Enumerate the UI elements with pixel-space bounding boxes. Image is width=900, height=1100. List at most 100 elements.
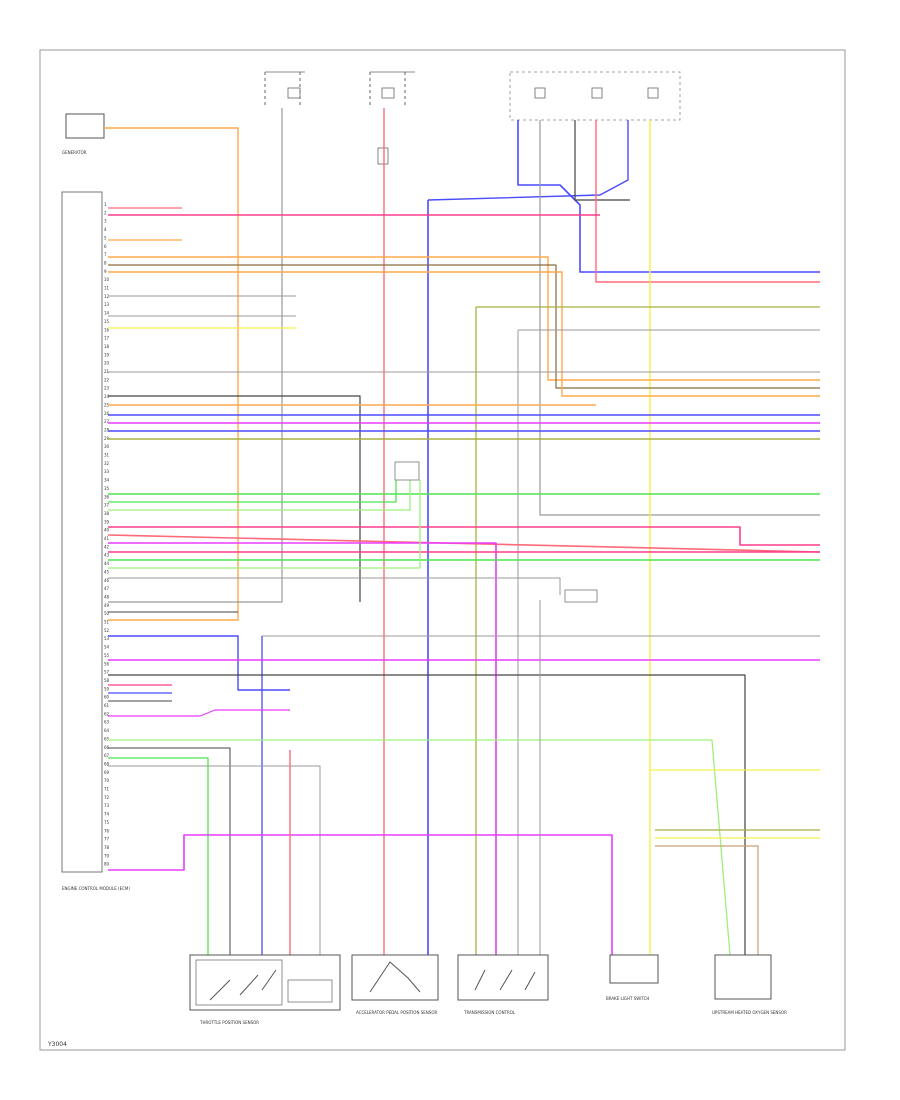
- wire: [108, 577, 561, 595]
- ecm-pin-number: 48: [104, 594, 110, 599]
- ecm-pin-number: 60: [104, 695, 110, 700]
- wire: [108, 635, 290, 691]
- wire: [517, 120, 820, 273]
- ecm-pin-number: 63: [104, 720, 110, 725]
- wire: [104, 127, 239, 621]
- ecm-pin-number: 1: [104, 202, 107, 207]
- ecm-pin-number: 24: [104, 394, 110, 399]
- ecm-pin-number: 38: [104, 511, 110, 516]
- wire: [108, 739, 731, 956]
- transmission-switch: TRANSMISSION CONTROL: [457, 954, 549, 1015]
- ecm-pin-number: 5: [104, 235, 107, 240]
- ecm-pin-number: 50: [104, 611, 110, 616]
- ecm-pin-number: 20: [104, 361, 110, 366]
- ecm-pin-number: 49: [104, 603, 110, 608]
- ecm-pin-number: 7: [104, 252, 107, 257]
- ecm-pin-number: 57: [104, 670, 110, 675]
- fuse-group-3: [509, 71, 681, 121]
- ecm-pin-number: 26: [104, 411, 110, 416]
- ecm-pin-number: 34: [104, 478, 110, 483]
- ecm-pin-number: 23: [104, 386, 110, 391]
- ecm-pin-number: 14: [104, 311, 110, 316]
- ecm-pin-number: 76: [104, 828, 110, 833]
- ecm-pin-number: 70: [104, 778, 110, 783]
- ecm-pin-number: 2: [104, 210, 107, 215]
- ecm-pin-labels: 1234567891011121314151617181920212223242…: [104, 202, 110, 867]
- accelerator-pedal-sensor: ACCELERATOR PEDAL POSITION SENSOR: [351, 954, 439, 1015]
- ecm-pin-number: 29: [104, 436, 110, 441]
- wire: [574, 120, 630, 201]
- ecm-pin-number: 66: [104, 745, 110, 750]
- ecm-pin-number: 10: [104, 277, 110, 282]
- wire: [108, 256, 820, 381]
- ecm-pin-number: 69: [104, 770, 110, 775]
- wire: [655, 845, 759, 955]
- ecm-pin-number: 3: [104, 219, 107, 224]
- ecm-pin-number: 74: [104, 812, 110, 817]
- ecm-pin-number: 12: [104, 294, 110, 299]
- wire-layer: [104, 108, 821, 956]
- ecm-pin-number: 52: [104, 628, 110, 633]
- ecm-pin-number: 15: [104, 319, 110, 324]
- transmission-label: TRANSMISSION CONTROL: [463, 1010, 516, 1015]
- ecm-pin-number: 8: [104, 260, 107, 265]
- ecm-pin-number: 64: [104, 728, 110, 733]
- ecm-pin-number: 80: [104, 862, 110, 867]
- ecm-pin-number: 27: [104, 419, 110, 424]
- wire: [108, 526, 820, 546]
- ecm-pin-number: 73: [104, 803, 110, 808]
- ecm-pin-number: 18: [104, 344, 110, 349]
- relay-box-mid: [394, 461, 598, 603]
- accelerator-sensor-label: ACCELERATOR PEDAL POSITION SENSOR: [356, 1010, 437, 1015]
- ecm-pin-number: 33: [104, 469, 110, 474]
- ecm-pin-number: 77: [104, 837, 110, 842]
- ecm-pin-number: 41: [104, 536, 110, 541]
- ecm-pin-number: 9: [104, 269, 107, 274]
- wire: [108, 709, 290, 717]
- wire: [108, 747, 231, 955]
- wire: [108, 271, 820, 397]
- ecm-pin-number: 21: [104, 369, 110, 374]
- ecm-pin-number: 30: [104, 444, 110, 449]
- ecm-pin-number: 42: [104, 544, 110, 549]
- ecm-pin-number: 22: [104, 377, 110, 382]
- ecm-pin-number: 51: [104, 620, 110, 625]
- ecm-pin-number: 78: [104, 845, 110, 850]
- ecm-pin-number: 72: [104, 795, 110, 800]
- fuse-group-1: [264, 71, 305, 108]
- throttle-position-sensor: THROTTLE POSITION SENSOR: [189, 954, 341, 1025]
- ecm-pin-number: 58: [104, 678, 110, 683]
- wire: [539, 120, 820, 516]
- wire: [108, 480, 397, 503]
- ecm-pin-number: 35: [104, 486, 110, 491]
- ecm-pin-number: 17: [104, 336, 110, 341]
- wire: [108, 834, 613, 955]
- ecm-pin-number: 46: [104, 578, 110, 583]
- wire: [108, 542, 497, 955]
- brake-switch-label: BRAKE LIGHT SWITCH: [606, 996, 649, 1001]
- fuse-group-2: [369, 71, 415, 165]
- ecm-pin-number: 6: [104, 244, 107, 249]
- wire: [108, 674, 746, 955]
- ecm-pin-number: 36: [104, 494, 110, 499]
- ecm-pin-number: 43: [104, 553, 110, 558]
- ecm-pin-number: 32: [104, 461, 110, 466]
- wire: [427, 120, 629, 201]
- ecm-pin-number: 54: [104, 645, 110, 650]
- ecm-pin-number: 47: [104, 586, 110, 591]
- ecm-pin-number: 53: [104, 636, 110, 641]
- ecm-label: ENGINE CONTROL MODULE (ECM): [62, 886, 130, 891]
- ecm-pin-number: 79: [104, 853, 110, 858]
- ecm-pin-number: 68: [104, 761, 110, 766]
- wire: [108, 757, 209, 955]
- generator-label: GENERATOR: [62, 150, 87, 155]
- ecm-pin-number: 4: [104, 227, 107, 232]
- wire: [108, 395, 361, 602]
- ecm-connector: 1234567891011121314151617181920212223242…: [61, 191, 130, 891]
- ecm-pin-number: 56: [104, 661, 110, 666]
- ecm-pin-number: 25: [104, 402, 110, 407]
- footer-code: Y3004: [47, 1041, 67, 1048]
- ecm-pin-number: 31: [104, 453, 110, 458]
- brake-light-switch: BRAKE LIGHT SWITCH: [606, 954, 659, 1001]
